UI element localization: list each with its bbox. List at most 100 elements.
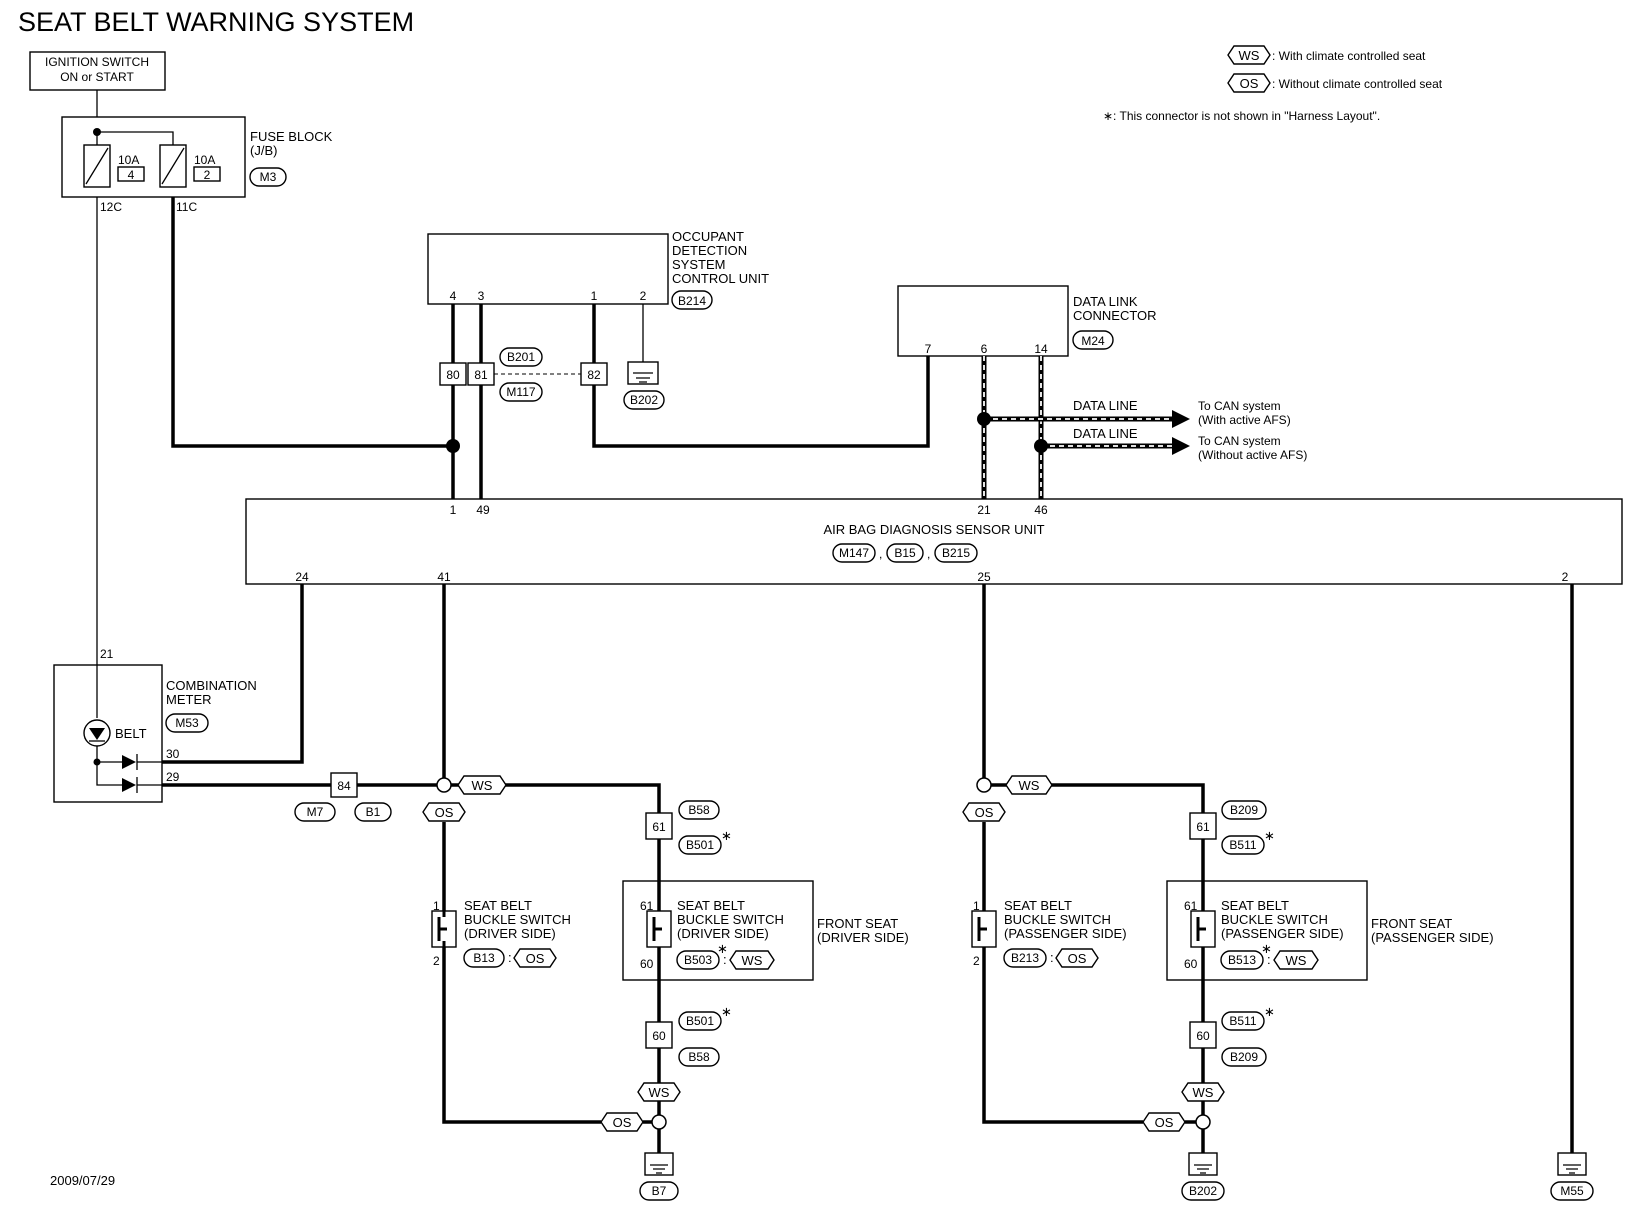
separator-colon: : xyxy=(1050,950,1054,965)
separator-comma: , xyxy=(927,547,930,561)
right-ground: M55 xyxy=(1560,1184,1584,1198)
junction-pin-82: 82 xyxy=(587,368,601,382)
pass-ws-line1: SEAT BELT xyxy=(1221,898,1289,913)
driver-inline-bottom-conn-b: B58 xyxy=(688,1050,710,1064)
connector-84-conn-a: M7 xyxy=(307,805,324,819)
junction-conn-b: M117 xyxy=(506,385,535,399)
dlc-pin-14: 14 xyxy=(1034,342,1048,356)
connector-84-pin: 84 xyxy=(337,779,351,793)
driver-ws-line3: (DRIVER SIDE) xyxy=(677,926,769,941)
driver-seat-line1: FRONT SEAT xyxy=(817,916,898,931)
pass-ws-pin-bottom: 60 xyxy=(1184,957,1198,971)
driver-ws-inline-top: 61 B58 B501 ∗ xyxy=(645,800,732,855)
driver-inline-bottom-pin: 60 xyxy=(652,1029,666,1043)
legend-ws-tag: WS xyxy=(1239,48,1260,63)
tag-os-driver-bottom: OS xyxy=(613,1115,632,1130)
fuse-pin-left: 12C xyxy=(100,200,122,214)
legend-ws-text: : With climate controlled seat xyxy=(1272,49,1426,63)
fuse-block-label1: FUSE BLOCK xyxy=(250,129,333,144)
driver-inline-top-conn-a: B58 xyxy=(688,803,710,817)
front-seat-driver: 61 60 SEAT BELT BUCKLE SWITCH (DRIVER SI… xyxy=(622,880,909,981)
fuse2-no: 2 xyxy=(204,168,211,182)
legend-note: ∗: This connector is not shown in "Harne… xyxy=(1103,109,1380,123)
pass-os-line3: (PASSENGER SIDE) xyxy=(1004,926,1127,941)
ground-m55: M55 xyxy=(1550,1152,1594,1201)
wire-11c-to-airbag xyxy=(171,197,453,448)
tag-ws-shape xyxy=(637,1082,681,1102)
meter-connector: M53 xyxy=(175,716,199,730)
driver-ground: B7 xyxy=(652,1184,667,1198)
occupant-detection-unit: OCCUPANT DETECTION SYSTEM CONTROL UNIT B… xyxy=(427,229,769,310)
star-mark: ∗ xyxy=(1264,1004,1275,1019)
odu-pin-3: 3 xyxy=(478,289,485,303)
odu-line2: DETECTION xyxy=(672,243,747,258)
driver-inline-top-conn-b: B501 xyxy=(686,838,714,852)
odu-line4: CONTROL UNIT xyxy=(672,271,769,286)
wire-driver-os xyxy=(442,822,601,1124)
connector-84: 84 M7 B1 xyxy=(294,772,392,822)
airbag-connector-1: M147 xyxy=(839,546,869,560)
pass-os-line2: BUCKLE SWITCH xyxy=(1004,912,1111,927)
driver-ws-line1: SEAT BELT xyxy=(677,898,745,913)
combination-meter: 21 COMBINATION METER M53 BELT 30 29 xyxy=(53,647,257,803)
star-mark: ∗ xyxy=(717,941,728,956)
dlc-pin-6: 6 xyxy=(981,342,988,356)
separator-comma: , xyxy=(879,547,882,561)
airbag-diagnosis-unit: AIR BAG DIAGNOSIS SENSOR UNIT M147 , B15… xyxy=(245,498,1623,585)
wire-airbag24-meter30 xyxy=(162,584,304,764)
ignition-line2: ON or START xyxy=(60,70,134,84)
pass-ws-line3: (PASSENGER SIDE) xyxy=(1221,926,1344,941)
data-line-arrow-1 xyxy=(1172,410,1190,428)
junction-conn-a: B201 xyxy=(507,350,535,364)
odu-pin-4: 4 xyxy=(450,289,457,303)
airbag-name: AIR BAG DIAGNOSIS SENSOR UNIT xyxy=(823,522,1044,537)
pass-os-tag: OS xyxy=(1068,951,1087,966)
junction-ground: B202 xyxy=(630,393,658,407)
can-dest1-line2: (With active AFS) xyxy=(1198,413,1291,427)
tag-ws-shape xyxy=(1181,1082,1225,1102)
diagram-date: 2009/07/29 xyxy=(50,1173,115,1188)
pass-inline-top-pin: 61 xyxy=(1196,820,1210,834)
driver-os-line3: (DRIVER SIDE) xyxy=(464,926,556,941)
airbag-pin-25: 25 xyxy=(977,570,991,584)
pass-ws-tag: WS xyxy=(1286,953,1307,968)
airbag-pin-46: 46 xyxy=(1034,503,1048,517)
pass-os-buckle-switch: 1 2 SEAT BELT BUCKLE SWITCH (PASSENGER S… xyxy=(971,898,1127,968)
page-title: SEAT BELT WARNING SYSTEM xyxy=(18,7,414,37)
can-dest2-line2: (Without active AFS) xyxy=(1198,448,1307,462)
junction-point xyxy=(436,777,452,793)
star-mark: ∗ xyxy=(721,1004,732,1019)
ground-b202-bottom: B202 xyxy=(1181,1152,1225,1201)
diode-29-icon xyxy=(122,778,136,792)
airbag-pin-24: 24 xyxy=(295,570,309,584)
driver-ws-inline-bottom: B501 ∗ 60 B58 xyxy=(645,1004,732,1067)
tag-ws-driver-bottom: WS xyxy=(649,1085,670,1100)
separator-colon: : xyxy=(1267,952,1271,967)
driver-os-pin-top: 1 xyxy=(433,899,440,913)
driver-ws-line2: BUCKLE SWITCH xyxy=(677,912,784,927)
ground-b202-top: B202 xyxy=(623,304,665,410)
diode-30-icon xyxy=(122,755,136,769)
pass-os-connector: B213 xyxy=(1011,951,1039,965)
meter-line1: COMBINATION xyxy=(166,678,257,693)
fuse-pin-right: 11C xyxy=(176,200,197,214)
can-data-lines: DATA LINE DATA LINE To CAN system (With … xyxy=(977,356,1307,499)
separator-colon: : xyxy=(508,950,512,965)
pass-ws-pin-top: 61 xyxy=(1184,899,1198,913)
ground-b7: B7 xyxy=(639,1152,679,1201)
star-mark: ∗ xyxy=(1264,828,1275,843)
driver-ws-pin-bottom: 60 xyxy=(640,957,654,971)
front-seat-passenger: 61 60 SEAT BELT BUCKLE SWITCH (PASSENGER… xyxy=(1166,880,1494,981)
meter-pin-29: 29 xyxy=(166,770,180,784)
data-line-arrow-2 xyxy=(1172,437,1190,455)
tag-ws-driver-top: WS xyxy=(472,778,493,793)
data-link-connector: DATA LINK CONNECTOR M24 7 6 14 xyxy=(897,285,1157,357)
junction-point xyxy=(1195,1114,1211,1130)
ignition-line1: IGNITION SWITCH xyxy=(45,55,149,69)
pass-inline-bottom-pin: 60 xyxy=(1196,1029,1210,1043)
tag-os-shape xyxy=(422,802,466,822)
airbag-pin-49: 49 xyxy=(476,503,490,517)
can-dest2-line1: To CAN system xyxy=(1198,434,1281,448)
wire-odu1-dlc7 xyxy=(592,304,930,448)
